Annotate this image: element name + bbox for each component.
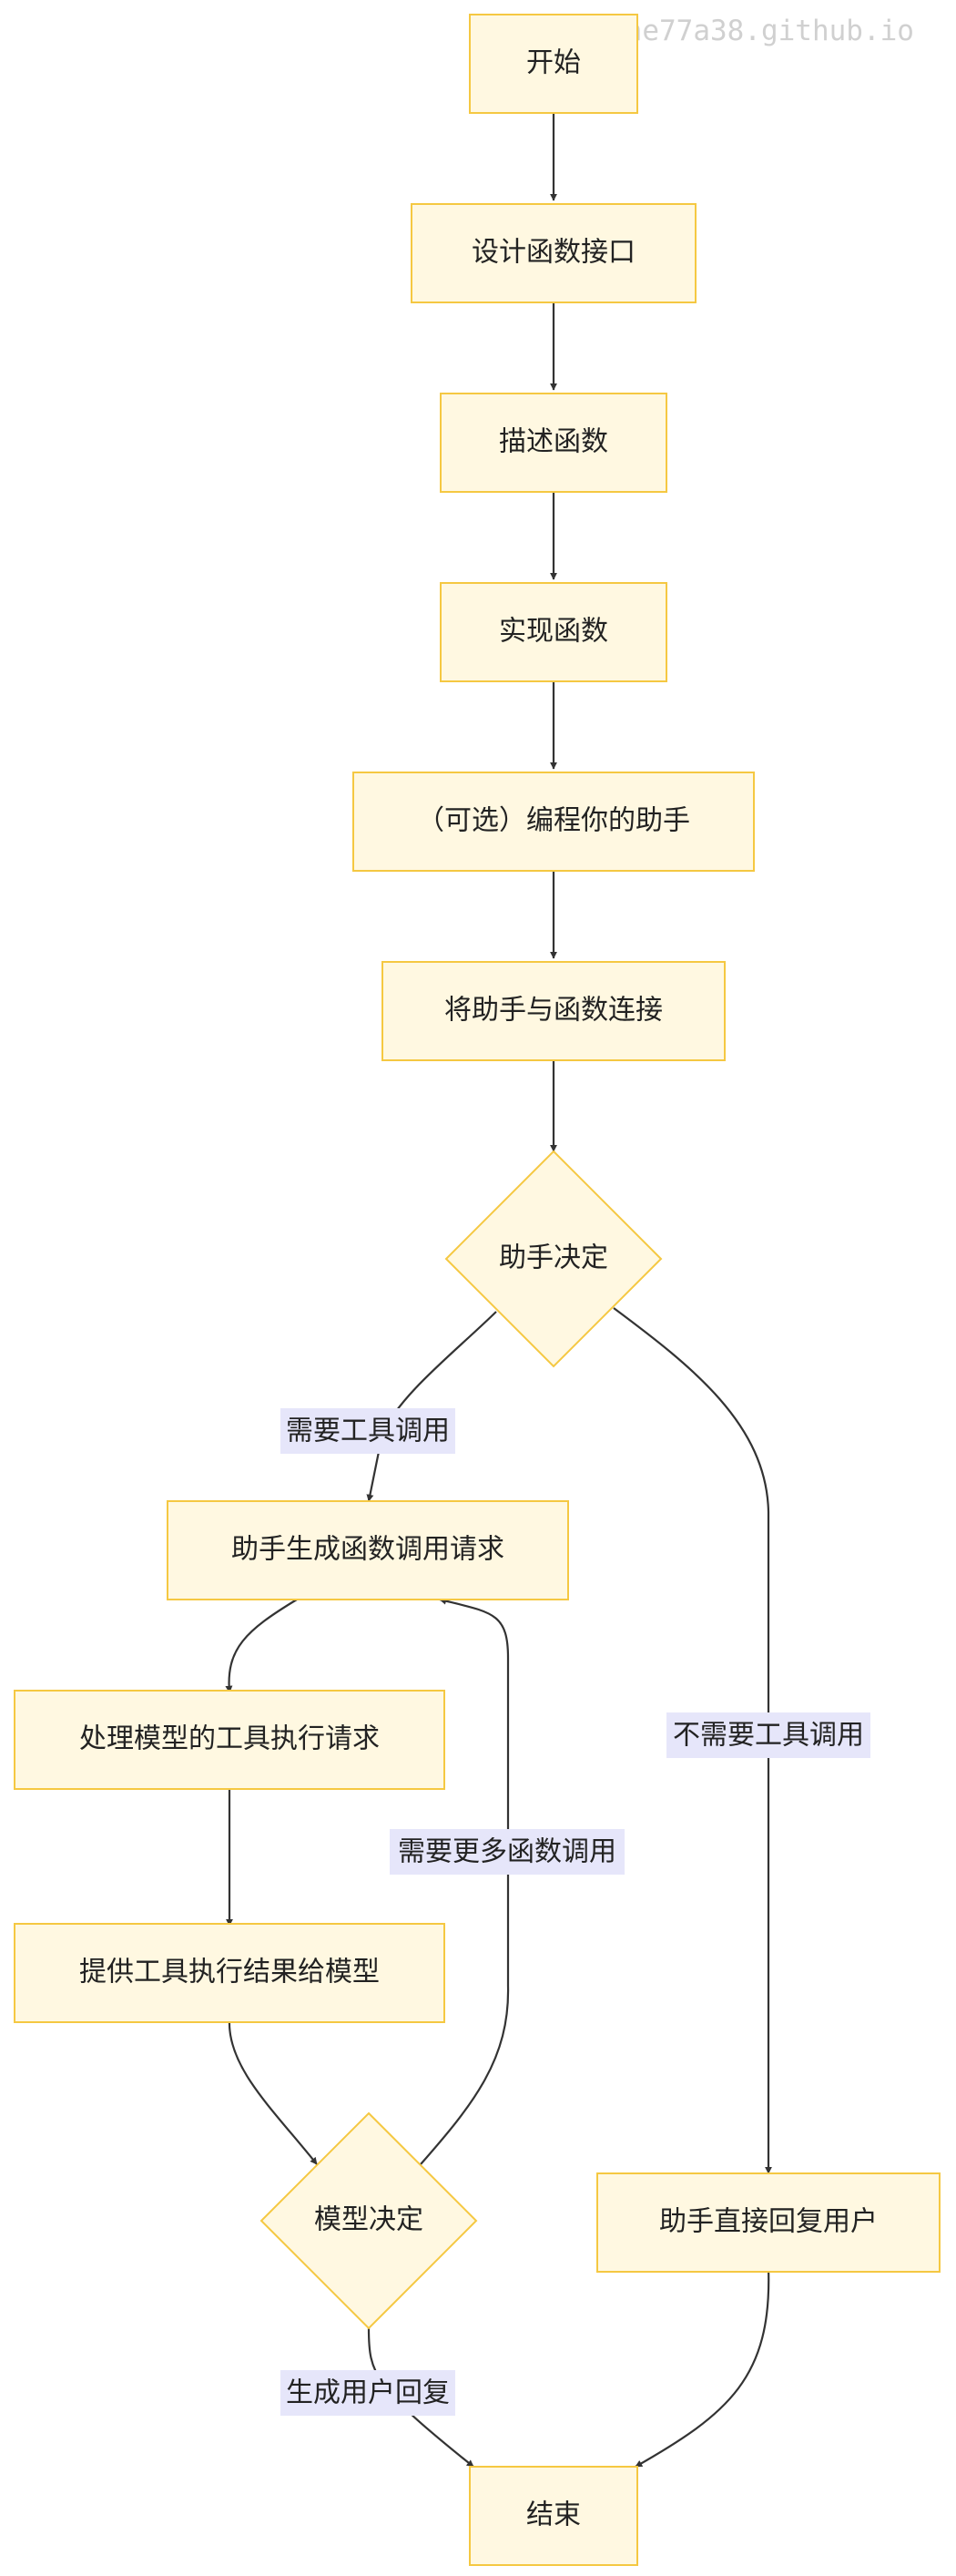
edge-label-gen-reply: 生成用户回复: [280, 2370, 455, 2416]
node-label: 提供工具执行结果给模型: [79, 1957, 380, 1988]
edge-label-text: 不需要工具调用: [673, 1720, 864, 1752]
edge-directreply-end: [635, 2267, 770, 2468]
edge-modeldecide-genrequest: [420, 1597, 510, 2165]
node-implement: 实现函数: [440, 582, 667, 682]
edge-genrequest-process: [225, 1599, 298, 1693]
node-label: 描述函数: [499, 426, 608, 458]
edge-decide-genrequest: [366, 1311, 497, 1502]
node-start: 开始: [469, 14, 638, 114]
edge-decide-directreply: [613, 1307, 772, 2174]
node-label: （可选）编程你的助手: [417, 805, 690, 837]
node-label: 设计函数接口: [472, 237, 636, 269]
watermark: che77a38.github.io: [608, 15, 914, 47]
node-label: 助手决定: [499, 1242, 608, 1274]
node-model-decide: 模型决定: [259, 2111, 478, 2330]
node-label: 助手生成函数调用请求: [231, 1534, 504, 1566]
node-provide: 提供工具执行结果给模型: [14, 1923, 445, 2023]
node-design: 设计函数接口: [411, 203, 697, 303]
node-process: 处理模型的工具执行请求: [14, 1690, 445, 1790]
node-label: 实现函数: [499, 616, 608, 648]
node-describe: 描述函数: [440, 393, 667, 493]
edge-label-no-tool: 不需要工具调用: [666, 1712, 870, 1758]
node-direct-reply: 助手直接回复用户: [596, 2172, 941, 2273]
node-label: 结束: [526, 2499, 581, 2531]
node-label: 助手直接回复用户: [659, 2206, 878, 2238]
node-assistant-decide: 助手决定: [444, 1150, 663, 1368]
node-label: 模型决定: [314, 2204, 423, 2236]
node-label: 开始: [526, 47, 581, 79]
node-gen-request: 助手生成函数调用请求: [167, 1500, 569, 1600]
node-label: 将助手与函数连接: [444, 995, 663, 1027]
edge-label-text: 需要更多函数调用: [398, 1836, 616, 1868]
edge-provide-modeldecide: [228, 2019, 318, 2165]
node-program: （可选）编程你的助手: [352, 772, 755, 872]
node-connect: 将助手与函数连接: [381, 961, 726, 1061]
node-end: 结束: [469, 2466, 638, 2566]
edge-label-text: 需要工具调用: [286, 1416, 450, 1447]
node-label: 处理模型的工具执行请求: [79, 1723, 380, 1755]
edge-label-more-calls: 需要更多函数调用: [390, 1829, 625, 1875]
edge-label-text: 生成用户回复: [286, 2377, 450, 2409]
edge-label-need-tool: 需要工具调用: [280, 1408, 455, 1454]
